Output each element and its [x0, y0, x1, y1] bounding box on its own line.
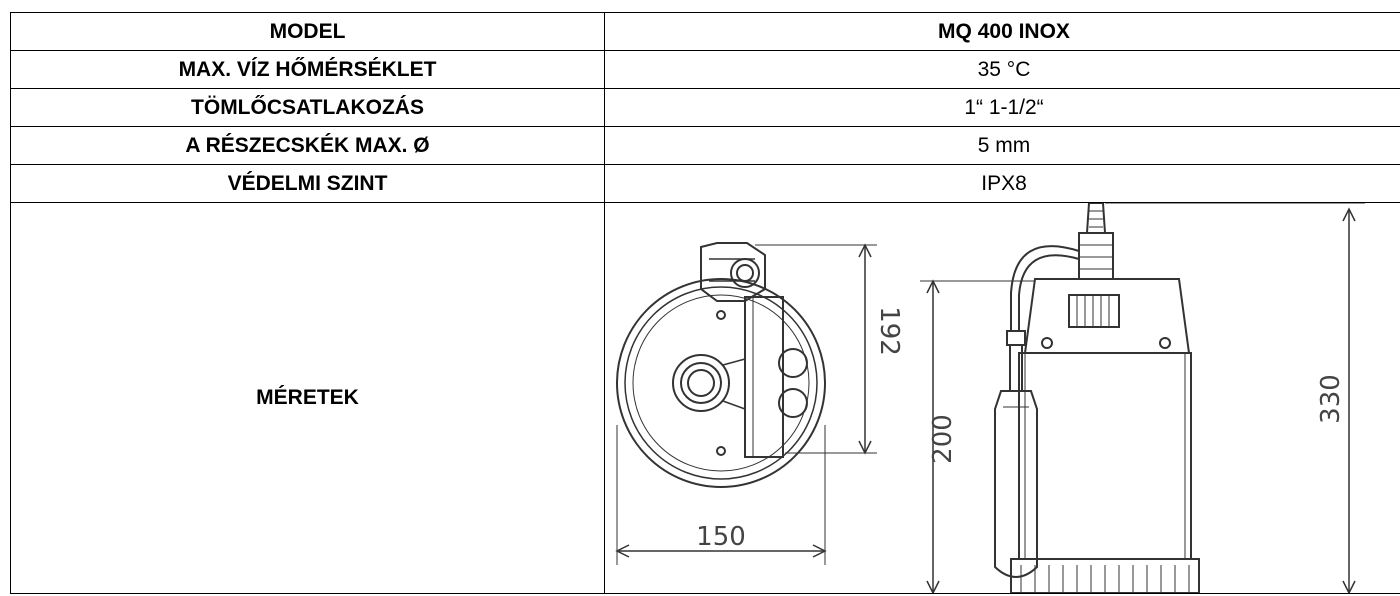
dimension-label-150: 150: [696, 522, 746, 552]
dimension-label-200: 200: [928, 414, 958, 464]
row-value-protection: IPX8: [604, 164, 1400, 203]
table-row: MODEL MQ 400 INOX: [10, 12, 1400, 51]
table-row: VÉDELMI SZINT IPX8: [10, 164, 1400, 203]
row-label-protection: VÉDELMI SZINT: [10, 164, 605, 203]
dimension-label-330: 330: [1316, 374, 1346, 424]
row-label-hose-connection: TÖMLŐCSATLAKOZÁS: [10, 88, 605, 127]
dimension-drawing-cell: 192 150 200 330: [604, 202, 1400, 594]
table-row: MÉRETEK: [10, 202, 1400, 594]
table-row: A RÉSZECSKÉK MAX. Ø 5 mm: [10, 126, 1400, 165]
row-label-particle-size: A RÉSZECSKÉK MAX. Ø: [10, 126, 605, 165]
row-value-particle-size: 5 mm: [604, 126, 1400, 165]
row-value-hose-connection: 1“ 1-1/2“: [604, 88, 1400, 127]
row-label-model: MODEL: [10, 12, 605, 51]
pump-side-view: [920, 203, 1356, 593]
row-label-max-temp: MAX. VÍZ HŐMÉRSÉKLET: [10, 50, 605, 89]
row-value-max-temp: 35 °C: [604, 50, 1400, 89]
table-row: TÖMLŐCSATLAKOZÁS 1“ 1-1/2“: [10, 88, 1400, 127]
row-label-dimensions: MÉRETEK: [10, 202, 605, 594]
table-row: MAX. VÍZ HŐMÉRSÉKLET 35 °C: [10, 50, 1400, 89]
row-value-model: MQ 400 INOX: [604, 12, 1400, 51]
pump-top-view: [615, 242, 877, 565]
dimension-label-192: 192: [874, 306, 904, 356]
pump-dimension-drawing: 192 150 200 330: [615, 203, 1356, 593]
spec-table: MODEL MQ 400 INOX MAX. VÍZ HŐMÉRSÉKLET 3…: [10, 12, 1400, 594]
